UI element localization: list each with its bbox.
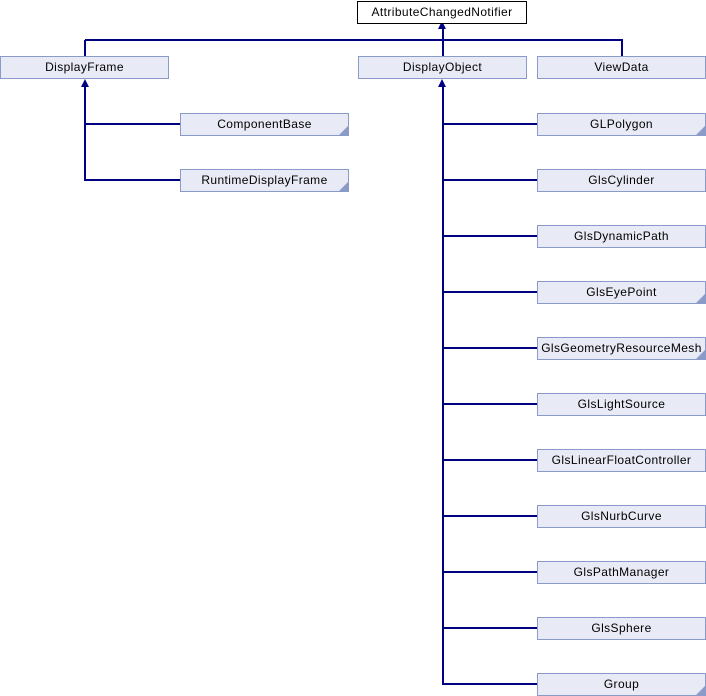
node-component-base[interactable]: ComponentBase xyxy=(180,113,349,136)
node-gls-cylinder[interactable]: GlsCylinder xyxy=(537,169,706,192)
inheritance-arrow-icon xyxy=(81,79,89,87)
edge-branch-glsgeometryresourcemesh xyxy=(443,347,537,349)
edge-branch-glsnurbcurve xyxy=(443,515,537,517)
node-gls-sphere[interactable]: GlsSphere xyxy=(537,617,706,640)
edge-viewdata-riser xyxy=(621,40,623,56)
node-gls-light-source[interactable]: GlsLightSource xyxy=(537,393,706,416)
edge-displayframe-trunk xyxy=(84,84,86,181)
node-runtime-display-frame[interactable]: RuntimeDisplayFrame xyxy=(180,169,349,192)
edge-branch-glsdynamicpath xyxy=(443,235,537,237)
node-display-frame[interactable]: DisplayFrame xyxy=(0,56,169,79)
edge-branch-glseyepoint xyxy=(443,291,537,293)
edge-root-riser xyxy=(442,27,444,39)
node-view-data[interactable]: ViewData xyxy=(537,56,706,79)
node-attribute-changed-notifier[interactable]: AttributeChangedNotifier xyxy=(357,1,527,24)
edge-displayobject-riser xyxy=(442,40,444,56)
node-gls-nurb-curve[interactable]: GlsNurbCurve xyxy=(537,505,706,528)
edge-displayframe-riser xyxy=(84,40,86,56)
node-display-object[interactable]: DisplayObject xyxy=(358,56,527,79)
edge-branch-glspathmanager xyxy=(443,571,537,573)
edge-branch-group xyxy=(443,683,537,685)
edge-branch-componentbase xyxy=(85,123,180,125)
node-gls-geometry-resource-mesh[interactable]: GlsGeometryResourceMesh xyxy=(537,337,706,360)
inheritance-arrow-icon xyxy=(438,21,446,29)
edge-branch-glssphere xyxy=(443,627,537,629)
edge-branch-glpolygon xyxy=(443,123,537,125)
inheritance-arrow-icon xyxy=(438,79,446,87)
node-gls-path-manager[interactable]: GlsPathManager xyxy=(537,561,706,584)
edge-displayobject-trunk xyxy=(442,84,444,685)
node-gl-polygon[interactable]: GLPolygon xyxy=(537,113,706,136)
node-group[interactable]: Group xyxy=(537,673,706,696)
edge-root-bus xyxy=(85,39,623,41)
node-gls-dynamic-path[interactable]: GlsDynamicPath xyxy=(537,225,706,248)
edge-branch-glslightsource xyxy=(443,403,537,405)
node-gls-eye-point[interactable]: GlsEyePoint xyxy=(537,281,706,304)
edge-branch-glslinearfloatcontroller xyxy=(443,459,537,461)
edge-branch-glscylinder xyxy=(443,179,537,181)
node-gls-linear-float-controller[interactable]: GlsLinearFloatController xyxy=(537,449,706,472)
edge-branch-runtimedisplayframe xyxy=(85,179,180,181)
